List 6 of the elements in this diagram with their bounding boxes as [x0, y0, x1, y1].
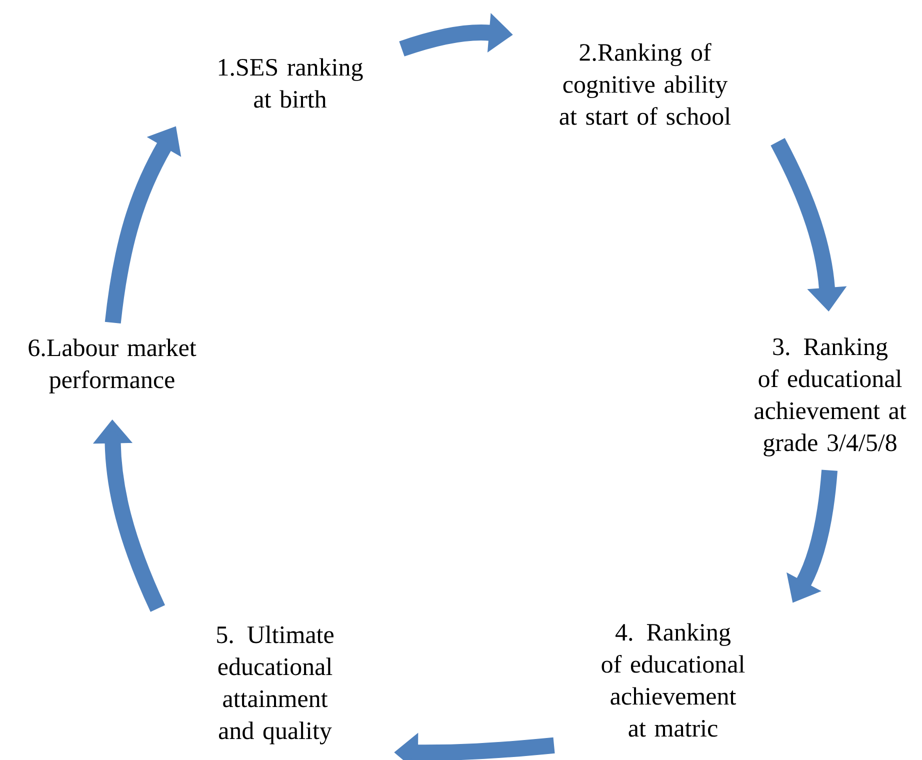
step-text: 3. Ranking of educational achievement at grade 3/4/5/8 [754, 338, 906, 456]
step-text: 5. Ultimate educational attainment and quality [217, 626, 334, 744]
step-text: 2.Ranking of cognitive ability at start of school [560, 43, 731, 125]
step-text: 4. Ranking of educational achievement at matric [602, 623, 745, 737]
step-text: 6.Labour market performance [28, 338, 196, 394]
step-text: 1.SES ranking at birth [218, 58, 363, 108]
